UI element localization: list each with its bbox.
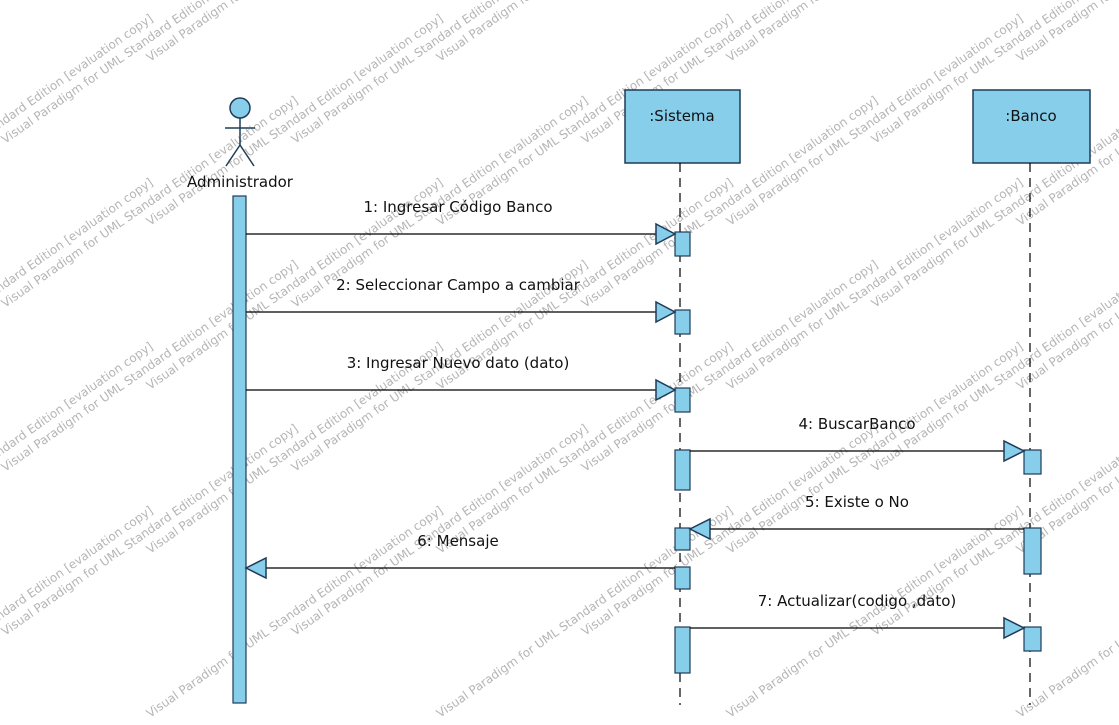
watermark-text: Visual Paradigm for UML Standard Edition… [0,257,301,474]
watermark-text: Visual Paradigm for UML Standard Edition… [144,503,446,720]
activation-banco-3 [1023,626,1042,652]
watermark-text: Visual Paradigm for UML Standard Edition… [579,257,881,474]
message-3-label: 3: Ingresar Nuevo dato (dato) [347,354,570,372]
message-4-label: 4: BuscarBanco [799,415,916,433]
message-7[interactable]: 7: Actualizar(codigo ,dato) [690,592,1026,640]
message-4[interactable]: 4: BuscarBanco [690,415,1026,463]
message-1[interactable]: 1: Ingresar Código Banco [246,198,677,246]
actor-head-icon [229,97,251,119]
activation-banco-1 [1023,449,1042,475]
actor-right-leg [239,144,255,167]
lifeline-banco-box [972,89,1091,164]
message-5-arrowhead-icon [688,517,711,541]
actor-left-leg [225,144,241,167]
message-2[interactable]: 2: Seleccionar Campo a cambiar [246,276,677,324]
message-3-arrowhead-icon [655,378,677,402]
activation-banco-2 [1023,527,1042,575]
message-7-label: 7: Actualizar(codigo ,dato) [758,592,957,610]
watermark-text: Visual Paradigm for UML Standard Edition… [289,421,591,638]
activation-sistema-7 [674,626,691,674]
watermark-text: Visual Paradigm for UML Standard Edition… [724,339,1026,556]
activation-sistema-4 [674,449,691,491]
message-3[interactable]: 3: Ingresar Nuevo dato (dato) [246,354,677,402]
watermark-text: Visual Paradigm for UML Standard Edition… [0,93,301,310]
lifeline-sistema-label: :Sistema [649,107,714,125]
actor-label: Administrador [187,173,294,191]
lifeline-sistema-head[interactable]: :Sistema [624,89,741,164]
actor-administrador[interactable]: Administrador [187,97,294,191]
watermark-text: Visual Paradigm for UML Standard Edition… [144,11,446,228]
activation-bars [232,195,1042,704]
message-1-label: 1: Ingresar Código Banco [363,198,552,216]
message-2-label: 2: Seleccionar Campo a cambiar [336,276,581,294]
message-5-label: 5: Existe o No [805,493,909,511]
watermark-text: Visual Paradigm for UML Standard Edition… [724,503,1026,720]
message-6-arrowhead-icon [244,556,267,580]
message-2-arrowhead-icon [655,300,677,324]
activation-sistema-3 [674,387,691,413]
lifeline-banco-head[interactable]: :Banco [972,89,1091,164]
message-1-arrowhead-icon [655,222,677,246]
lifeline-banco-label: :Banco [1005,107,1056,125]
activation-sistema-6 [674,566,691,590]
message-7-arrowhead-icon [1003,616,1026,640]
activation-actor [232,195,247,704]
activation-sistema-1 [674,231,691,257]
activation-sistema-2 [674,309,691,335]
watermark-text: Visual Paradigm for UML Standard Edition… [0,421,301,638]
message-4-arrowhead-icon [1003,439,1026,463]
watermark-text: Visual Paradigm for UML Standard Edition… [724,175,1026,392]
message-6[interactable]: 6: Mensaje [244,532,675,580]
message-6-label: 6: Mensaje [417,532,498,550]
lifeline-sistema-box [624,89,741,164]
message-5[interactable]: 5: Existe o No [688,493,1024,541]
activation-sistema-5 [674,527,691,551]
